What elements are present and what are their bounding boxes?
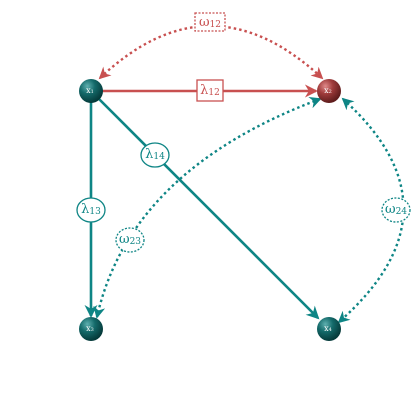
node-x2: x2 bbox=[317, 79, 341, 103]
svg-text:ω23: ω23 bbox=[119, 232, 141, 248]
edge-omega24-curve bbox=[337, 97, 405, 324]
node-x1: x1 bbox=[79, 79, 103, 103]
svg-text:ω24: ω24 bbox=[385, 202, 407, 218]
svg-text:x1: x1 bbox=[86, 86, 94, 96]
svg-text:ω12: ω12 bbox=[199, 15, 221, 31]
svg-text:λ14: λ14 bbox=[145, 147, 165, 163]
edge-lambda14-line bbox=[98, 98, 320, 320]
node-x4: x4 bbox=[317, 317, 341, 341]
svg-text:λ12: λ12 bbox=[200, 83, 220, 99]
svg-text:λ13: λ13 bbox=[81, 202, 101, 218]
svg-text:x2: x2 bbox=[324, 86, 332, 96]
label-lambda14: λ14 bbox=[140, 142, 170, 168]
svg-text:x4: x4 bbox=[324, 324, 332, 334]
label-omega24: ω24 bbox=[381, 197, 411, 223]
edge-omega23-curve bbox=[93, 96, 322, 319]
label-omega12: ω12 bbox=[194, 12, 226, 32]
svg-text:x3: x3 bbox=[86, 324, 94, 334]
node-x3: x3 bbox=[79, 317, 103, 341]
label-omega23: ω23 bbox=[115, 227, 145, 253]
label-lambda12: λ12 bbox=[196, 79, 224, 102]
edge-omega12-curve bbox=[98, 24, 324, 80]
label-lambda13: λ13 bbox=[76, 197, 106, 223]
